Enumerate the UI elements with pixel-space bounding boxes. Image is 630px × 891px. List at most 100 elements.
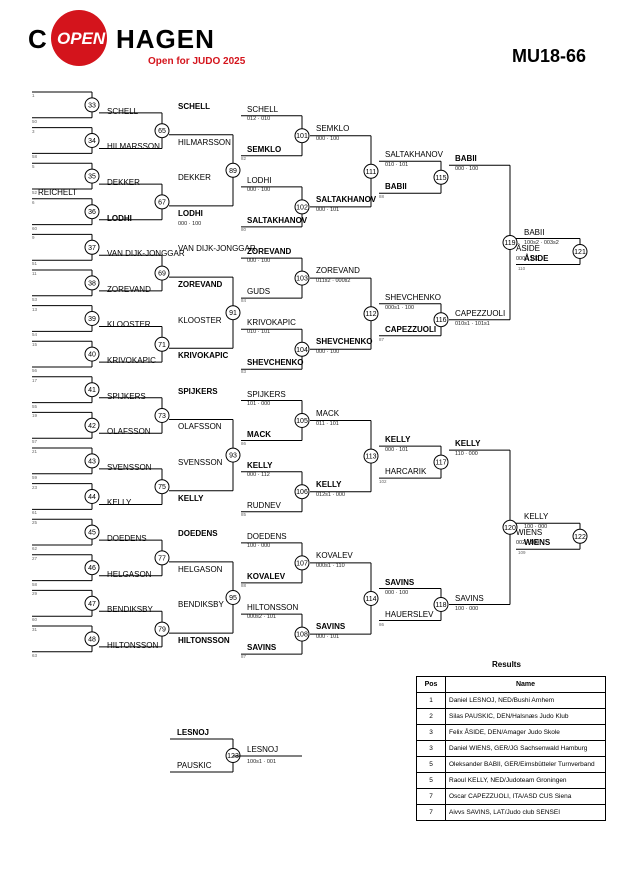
seed-number: 88: [241, 582, 247, 588]
match-score: 000 · 100: [455, 166, 479, 173]
result-name: Daniel LESNOJ, NED/Bushi Arnhem: [445, 692, 606, 709]
seed-number: 62: [32, 546, 38, 551]
match-number: 37: [88, 245, 96, 252]
competitor-name: SALTAKHANOV: [385, 150, 443, 160]
match-number: 43: [88, 458, 96, 465]
competitor-name: DOEDENS: [247, 531, 287, 541]
match-score: 100 · 000: [455, 605, 479, 612]
match-score: 000 · 100: [316, 135, 340, 142]
match-circle: [502, 519, 518, 535]
competitor-name: SVENSSON: [178, 457, 223, 467]
match-circle: [433, 597, 449, 612]
competitor-name: OLAFSSON: [107, 427, 151, 437]
match-circle: [363, 448, 379, 464]
seed-number: 9: [32, 235, 35, 241]
match-score: 010 · 101: [247, 329, 271, 336]
competitor-name: SHEVCHENKO: [247, 358, 304, 368]
match-score: 012s1 · 000: [316, 491, 346, 498]
name-header: Name: [445, 676, 606, 693]
competitor-name: LODHI: [247, 175, 272, 185]
match-circle: [84, 524, 100, 540]
competitor-name: HARCARIK: [385, 467, 427, 477]
match-score: 100 · 000: [247, 542, 271, 549]
match-score: 000 · 100: [516, 255, 540, 262]
match-score: 000 · 101: [385, 447, 409, 454]
logo-hagen: HAGEN: [116, 24, 215, 54]
competitor-name: LESNOJ: [177, 728, 210, 737]
match-circle: [154, 550, 170, 566]
competitor-name: SEMKLO: [316, 123, 350, 133]
match-score: 010 · 101: [385, 162, 409, 169]
seed-number: 63: [32, 652, 38, 658]
seed-number: 52: [32, 190, 38, 195]
match-number: 111: [366, 169, 377, 176]
seed-number: 60: [32, 617, 38, 623]
match-circle: [363, 163, 379, 179]
match-number: 120: [504, 525, 516, 532]
competitor-name: SALTAKHANOV: [316, 194, 377, 204]
match-number: 105: [296, 418, 308, 425]
competitor-name: OLAFSSON: [178, 422, 222, 432]
match-number: 71: [158, 342, 166, 349]
match-number: 73: [158, 413, 166, 420]
result-name: Oscar CAPEZZUOLI, ITA/ASD CUS Siena: [445, 788, 606, 805]
result-name: Daniel WIENS, GER/JG Sachsenwald Hamburg: [445, 740, 606, 757]
match-circle: [84, 631, 100, 647]
match-number: 39: [88, 316, 96, 323]
competitor-name: VAN DIJK-JONGGAR: [178, 244, 256, 254]
seed-number: 61: [32, 510, 38, 516]
match-circle: [363, 306, 379, 322]
match-circle: [502, 235, 518, 250]
seed-number: 84: [241, 298, 247, 304]
match-number: 107: [296, 560, 308, 567]
seed-number: 50: [32, 118, 38, 124]
competitor-name: SALTAKHANOV: [247, 215, 308, 225]
match-number: 36: [88, 209, 96, 216]
match-number: 47: [88, 601, 96, 608]
competitor-name: HAUERSLEV: [385, 609, 434, 619]
match-number: 69: [158, 271, 166, 278]
logo-open: OPEN: [57, 29, 106, 48]
match-score: 011s2 · 000s2: [316, 278, 351, 285]
match-number: 103: [296, 276, 308, 283]
match-circle: [154, 336, 170, 352]
competitor-name: REICHELT: [38, 187, 77, 197]
competitor-name: KLOOSTER: [178, 315, 222, 325]
competitor-name: KOVALEV: [247, 571, 286, 581]
match-number: 40: [88, 352, 96, 359]
match-score: 002 · 100: [516, 540, 540, 547]
match-number: 93: [229, 453, 237, 460]
seed-number: 25: [32, 520, 38, 526]
seed-number: 88: [379, 194, 385, 200]
competitor-name: ZOREVAND: [247, 247, 292, 257]
match-circle: [154, 265, 170, 281]
competitor-name: SHEVCHENKO: [385, 292, 442, 302]
match-number: 38: [88, 280, 96, 287]
match-circle: [154, 123, 170, 139]
competitor-name: BABII: [524, 227, 545, 237]
match-number: 65: [158, 128, 166, 135]
match-circle: [84, 489, 100, 504]
match-number: 48: [88, 636, 96, 643]
logo-tagline: Open for JUDO 2025: [148, 56, 246, 67]
match-circle: [154, 479, 170, 495]
match-circle: [84, 97, 100, 113]
seed-number: 54: [32, 332, 38, 338]
competitor-name: KRIVOKAPIC: [107, 356, 156, 365]
match-score: 000 · 100: [385, 589, 409, 596]
competitor-name: GUDS: [247, 287, 271, 297]
competitor-name: SCHELL: [178, 101, 210, 111]
match-number: 106: [296, 489, 308, 496]
competitor-name: SCHELL: [107, 106, 139, 116]
match-number: 44: [88, 494, 96, 501]
competitor-name: ZOREVAND: [316, 266, 360, 276]
match-score: 000 · 101: [316, 206, 340, 213]
seed-number: 58: [32, 581, 38, 587]
result-pos: 5: [416, 756, 446, 773]
match-number: 89: [229, 168, 237, 175]
competitor-name: KRIVOKAPIC: [247, 318, 296, 328]
